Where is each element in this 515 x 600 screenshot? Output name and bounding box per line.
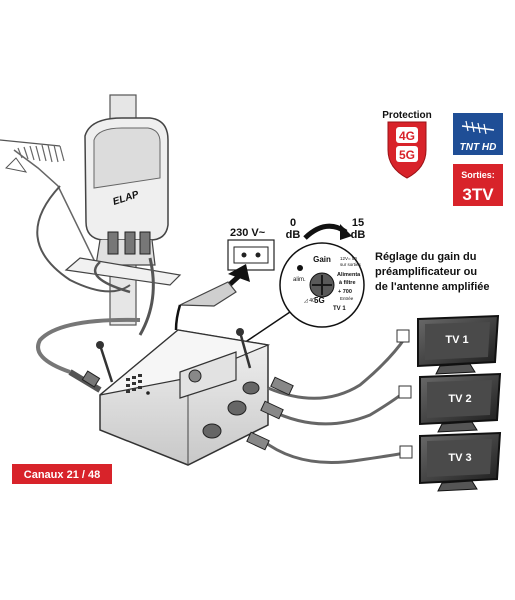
tv-2: TV 2 [398, 372, 502, 433]
caption-line-3: de l'antenne amplifiée [375, 281, 489, 293]
tv-label: TV 3 [448, 452, 471, 464]
tv-3: TV 3 [399, 431, 502, 492]
dial-tv: TV 1 [333, 306, 346, 312]
coax-cables [246, 337, 411, 464]
dial-title: Gain [313, 255, 331, 264]
mount-screw-right-icon [236, 328, 252, 369]
amplifier-box [99, 329, 271, 466]
dial-band: 5G [314, 296, 325, 305]
tv-1: TV 1 [396, 314, 500, 375]
wall-socket-icon [398, 385, 412, 399]
outdoor-antenna-icon [0, 139, 96, 263]
gain-min-unit: dB [286, 229, 301, 241]
badge-4g: 4G [399, 129, 415, 143]
channels-badge: Canaux 21 / 48 [12, 464, 112, 484]
dial-supply-1: 12V= 50 [340, 256, 357, 261]
dial-feed-1: Alimenta [337, 272, 361, 278]
dial-alim: alim. [293, 277, 306, 283]
outputs-3tv-badge: Sorties: 3TV [453, 164, 503, 206]
protection-label: Protection [382, 110, 431, 121]
outputs-value: 3TV [462, 185, 494, 204]
gain-max-value: 15 [352, 217, 364, 229]
gain-scale: 0 dB 15 dB [286, 217, 366, 241]
tv-label: TV 2 [448, 393, 471, 405]
tv-label: TV 1 [445, 334, 468, 346]
outputs-label: Sorties: [461, 170, 495, 180]
wall-socket-icon [399, 445, 413, 459]
tnt-hd-badge: TNT HD [453, 113, 503, 155]
mount-screw-left-icon [96, 341, 114, 383]
rotate-arrow-icon [303, 223, 348, 240]
gain-max-unit: dB [351, 229, 366, 241]
dial-supply-2: sur sorties [340, 262, 362, 267]
input-connector-icon [68, 369, 102, 393]
wall-socket-icon [396, 329, 410, 343]
power-socket: 230 V~ [227, 227, 275, 271]
tnt-hd-label: TNT HD [460, 142, 497, 153]
dial-feed-2: à filtre [339, 280, 356, 286]
panel-antenna: ELAP [64, 117, 182, 336]
power-adapter [174, 281, 237, 331]
protection-4g-5g-badge: Protection 4G 5G [382, 110, 432, 179]
caption-line-2: préamplificateur ou [375, 266, 477, 278]
dial-entry: Entrée [340, 296, 354, 301]
dial-mini-label: ◿ 4G [304, 298, 316, 304]
gain-screw-icon [188, 369, 202, 383]
channels-label: Canaux 21 / 48 [24, 469, 100, 481]
dial-plus-value: + 700 [338, 289, 352, 295]
gain-dial-zoom: Gain alim. 12V= 50 sur sorties Alimenta … [279, 242, 365, 328]
power-label: 230 V~ [230, 227, 266, 239]
gain-min-value: 0 [290, 217, 296, 229]
caption-line-1: Réglage du gain du [375, 251, 476, 263]
gain-caption: Réglage du gain du préamplificateur ou d… [375, 251, 489, 293]
badge-5g: 5G [399, 148, 415, 162]
